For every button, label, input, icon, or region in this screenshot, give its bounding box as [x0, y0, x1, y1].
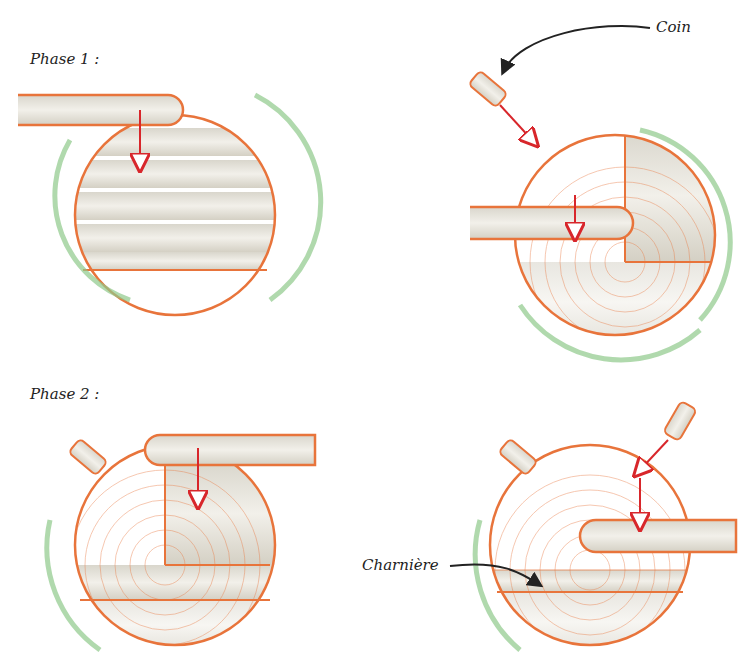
callout-label: Charnière [362, 556, 439, 574]
log-section [47, 435, 315, 658]
log-section [18, 95, 321, 315]
phase-heading: Phase 2 : [30, 385, 99, 403]
log-section [468, 26, 730, 360]
log-section [450, 401, 736, 658]
callout-label: Coin [656, 18, 691, 36]
phase-heading: Phase 1 : [30, 50, 99, 68]
